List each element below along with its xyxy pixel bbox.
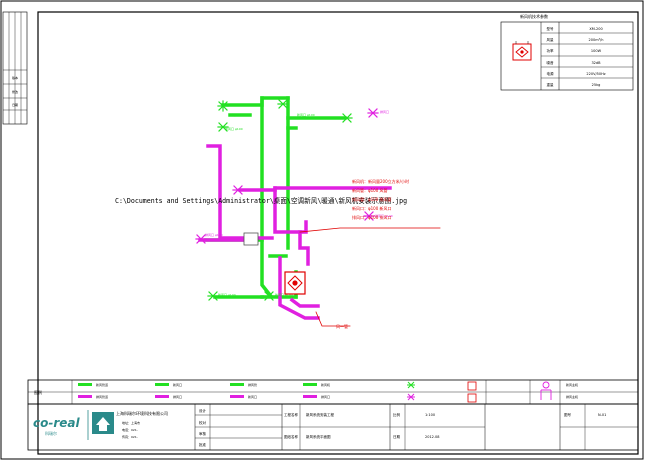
legend-item-7: 排风口 [321,394,330,399]
spec-key-2: 功率 [547,48,555,53]
spec-val-2: 100W [591,49,602,53]
grille-labels: 新风口 φ100 新风口 φ100 新风口 φ100 新风口 φ100 新风口 … [205,109,393,297]
value-number: N-01 [598,413,606,417]
spec-val-3: 32dB [591,61,601,65]
field-design: 设计 [199,408,206,413]
legend-item-3: 排风口 [173,394,182,399]
spec-key-5: 重量 [547,82,555,87]
field-drawing: 图纸名称 [284,434,298,439]
leader-label: 风—管 [336,323,348,329]
legend-item-9: 排风主机 [566,394,578,399]
air-grilles [195,99,379,301]
logo-subtext: 科瑞尔 [45,430,57,436]
grille-marker [195,108,379,244]
legend-item-6: 新风机 [321,382,330,387]
legend-strip: 图例 新风管道 排风管道 新风口 排风口 排风管 新风口 新风机 排风口 新风主… [27,379,639,405]
red-note-5: 排风口：φ100 排风口 [352,214,392,220]
file-path-text: C:\Documents and Settings\Administrator\… [115,196,407,205]
title-block: co-real 科瑞尔 上海科瑞尔环境科技有限公司 地址：上海市 电话：021-… [27,403,639,451]
house-icon [92,412,114,434]
company-line-2: 电话：021- [122,427,138,432]
drawing-frame [37,11,639,455]
field-review: 审核 [199,431,206,436]
strip-label-3: 日期 [12,102,18,107]
logo-text: co-real [33,416,80,430]
grille-marker [207,99,353,301]
legend-item-1: 排风管道 [96,394,108,399]
svg-text:新风口 φ100: 新风口 φ100 [275,292,293,297]
red-leader-lines [299,227,441,327]
field-scale: 比例 [393,412,401,417]
legend-item-8: 新风主机 [566,382,578,387]
svg-text:新风口 φ100: 新风口 φ100 [218,292,236,297]
spec-val-0: XM-200 [589,27,602,31]
red-note-2: 新风管：φ100 风管 [352,187,388,193]
legend-item-0: 新风管道 [96,382,108,387]
duct-network: 新风口 φ100 新风口 φ100 新风口 φ100 新风口 φ100 新风口 … [195,96,441,327]
svg-text:排风口 φ100: 排风口 φ100 [375,213,393,218]
spec-val-5: 25kg [592,83,601,87]
field-date: 日期 [393,434,401,439]
spec-val-4: 220V/50Hz [586,72,605,76]
ventilator-unit-icon [512,41,532,61]
strip-label-2: 修改 [12,89,18,94]
legend-item-2: 新风口 [173,382,182,387]
spec-key-3: 噪音 [547,60,555,65]
field-approve: 批准 [199,442,206,447]
spec-key-4: 电源 [547,71,555,76]
spec-val-1: 200m³/h [589,38,604,42]
fresh-air-ventilator [284,271,306,295]
value-project: 新风系统安装工程 [306,412,334,417]
field-check: 校对 [199,420,206,425]
svg-text:新风口 φ100: 新风口 φ100 [232,112,250,117]
red-notes: 新风机：新风量200立方米/小时 新风管：φ100 风管 排风管：φ100 排风… [352,178,409,220]
strip-label-1: 版本 [12,75,18,80]
company-line-1: 地址：上海市 [122,420,140,425]
indoor-unit-box [243,232,259,246]
red-note-1: 新风机：新风量200立方米/小时 [352,178,409,184]
red-note-4: 新风口：φ100 新风口 [352,205,392,211]
spec-key-0: 型号 [547,26,555,31]
fresh-air-ducts [204,96,347,299]
svg-text:新风口 φ100: 新风口 φ100 [225,126,243,131]
spec-key-1: 风量 [547,37,555,42]
field-number: 图号 [564,412,572,417]
field-project: 工程名称 [284,412,298,417]
company-logo: co-real 科瑞尔 [33,410,114,440]
legend-item-5: 新风口 [248,394,257,399]
legend-title: 图例 [34,389,42,395]
spec-table-header: 新风机技术参数 [520,13,548,19]
red-note-3: 排风管：φ100 排风管 [352,196,392,202]
revision-strip: 版本 修改 日期 [2,11,28,125]
company-line-3: 传真：021- [122,434,138,439]
svg-text:排风口: 排风口 [380,109,389,114]
value-scale: 1:100 [425,413,435,417]
svg-text:新风口 φ100: 新风口 φ100 [297,112,315,117]
legend-item-4: 排风管 [248,382,257,387]
value-drawing: 新风系统平面图 [306,434,331,439]
svg-text:排风口 φ100: 排风口 φ100 [205,232,223,237]
spec-table: 新风机技术参数 型号 XM-200 风量 200m³/h 功率 100W 噪音 … [500,13,634,91]
company-name: 上海科瑞尔环境科技有限公司 [116,410,168,416]
value-date: 2012.08 [425,435,439,439]
